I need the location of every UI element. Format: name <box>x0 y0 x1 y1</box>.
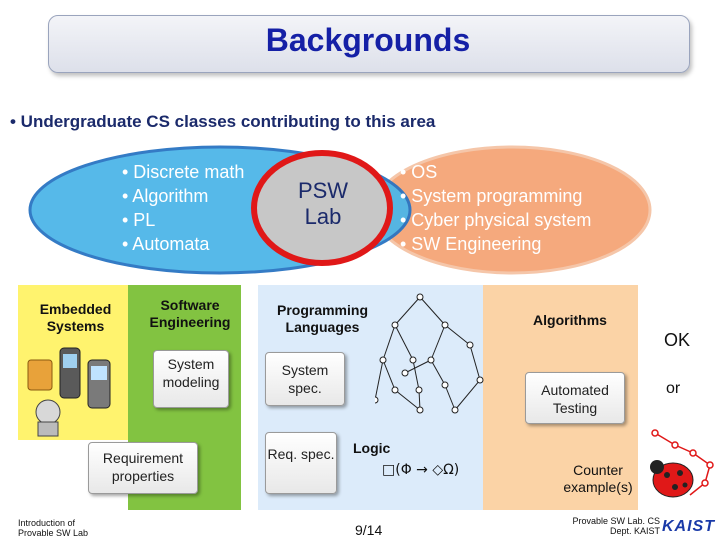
page-number: 9/14 <box>355 522 383 538</box>
psw-lab-label: PSW Lab <box>287 178 359 230</box>
logic-label: Logic <box>353 440 391 456</box>
or-label: or <box>666 380 681 397</box>
blue-ellipse-list: • Discrete math • Algorithm • PL • Autom… <box>122 160 244 256</box>
ok-label: OK <box>664 330 691 350</box>
logic-formula: □(Φ → ◇Ω) <box>382 462 460 478</box>
system-modeling-box: System modeling <box>153 350 229 408</box>
footer-right: Provable SW Lab. CS Dept. KAIST <box>572 516 660 536</box>
list-item: • Algorithm <box>122 186 209 206</box>
counter-path-graph <box>650 429 714 498</box>
red-ring-ellipse <box>251 150 393 266</box>
embedded-systems-heading: Embedded Systems <box>39 301 112 334</box>
counter-example-label: Counter example(s) <box>563 462 633 495</box>
title-box <box>48 15 690 73</box>
card-icon <box>27 359 53 391</box>
list-item: • Cyber physical system <box>400 210 592 230</box>
algorithms-heading: Algorithms <box>533 312 607 328</box>
ladybug-icon <box>650 460 694 498</box>
robot-icon <box>35 399 61 425</box>
state-graph <box>375 293 484 414</box>
devices-illustration <box>27 347 111 437</box>
list-item: • System programming <box>400 186 583 206</box>
programming-languages-heading: Programming Languages <box>276 302 368 335</box>
kaist-logo: KAIST <box>662 518 715 535</box>
requirement-properties-box: Requirement properties <box>88 442 198 494</box>
footer-left: Introduction of Provable SW Lab <box>18 518 89 538</box>
software-engineering-heading: Software Engineering <box>149 297 231 330</box>
system-spec-box: System spec. <box>265 352 345 406</box>
bullet-text: • Undergraduate CS classes contributing … <box>10 112 436 131</box>
automated-testing-box: Automated Testing <box>525 372 625 424</box>
req-spec-box: Req. spec. <box>265 432 337 494</box>
psw-text: PSW <box>297 178 349 203</box>
list-item: • SW Engineering <box>400 234 542 254</box>
list-item: • Automata <box>122 234 210 254</box>
page-title: Backgrounds <box>265 22 471 58</box>
orange-ellipse-list: • OS • System programming • Cyber physic… <box>400 160 591 256</box>
list-item: • Discrete math <box>122 162 245 182</box>
lab-text: Lab <box>304 204 342 229</box>
list-item: • OS <box>400 162 438 182</box>
list-item: • PL <box>122 210 156 230</box>
